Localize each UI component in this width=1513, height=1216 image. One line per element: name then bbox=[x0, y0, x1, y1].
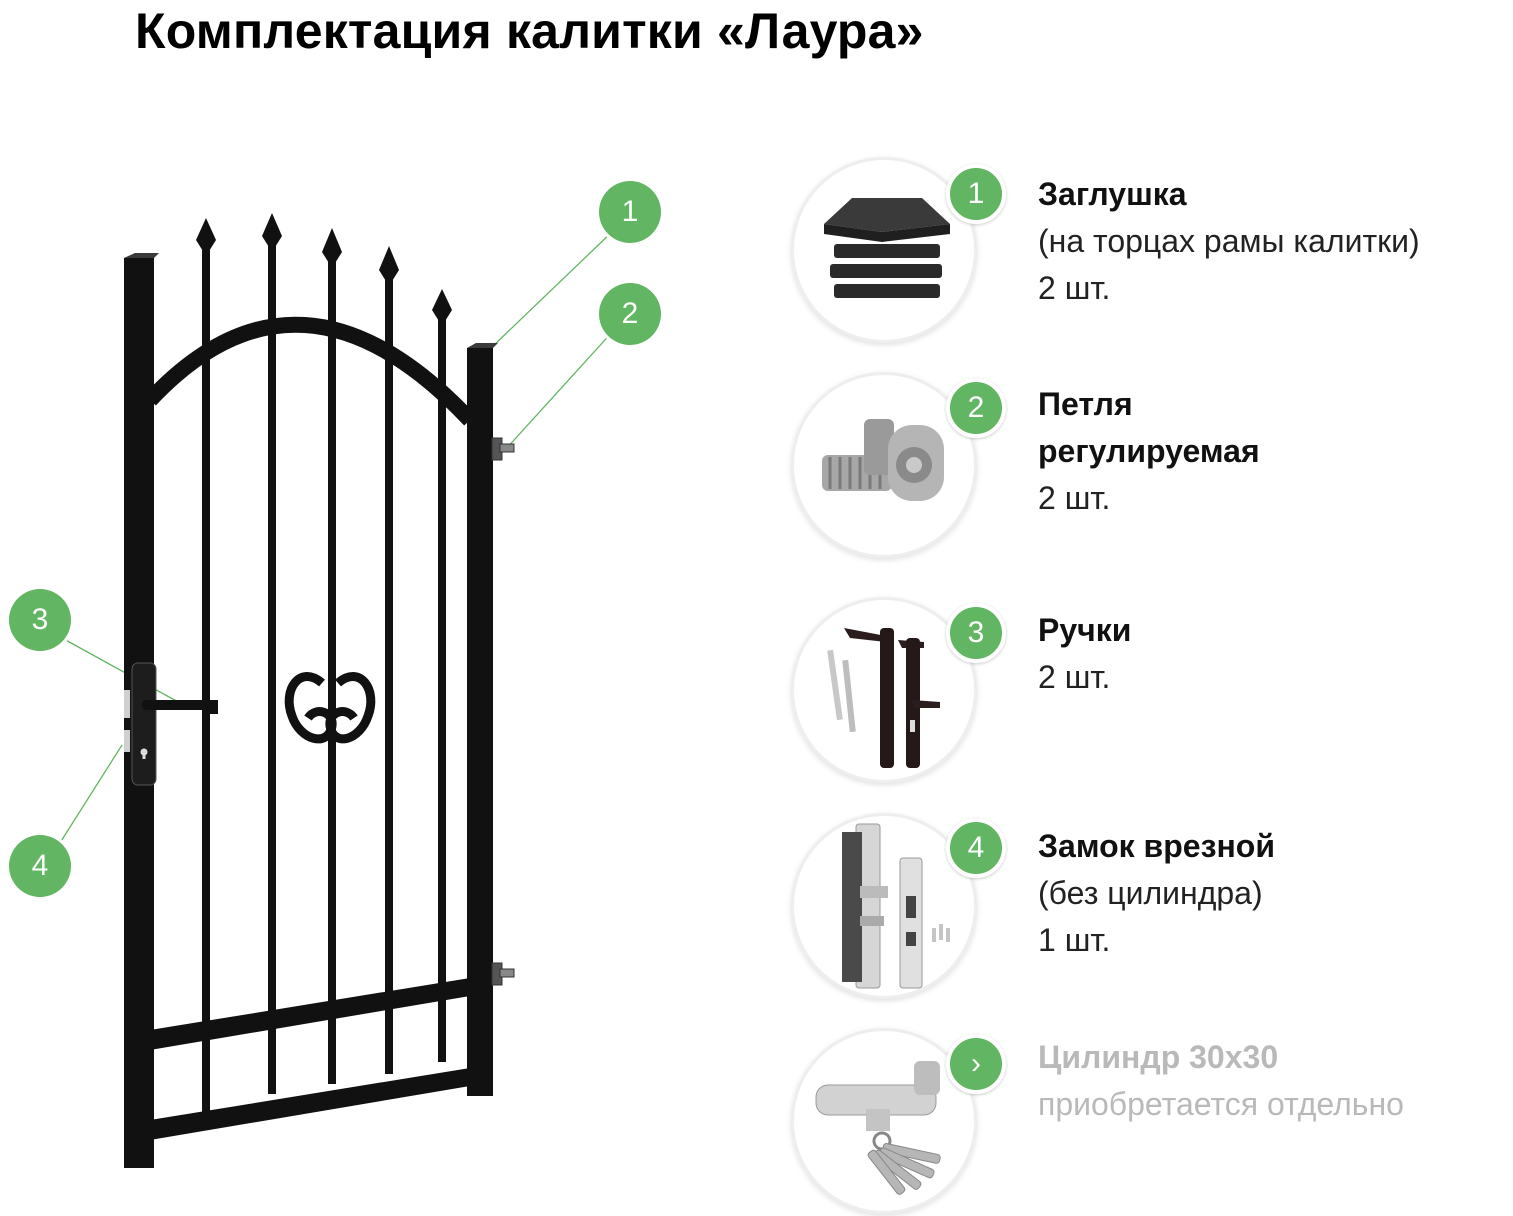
item-qty: 2 шт. bbox=[1038, 480, 1111, 516]
item-note: (без цилиндра) bbox=[1038, 875, 1263, 911]
pickets bbox=[196, 213, 452, 1118]
item-note: (на торцах рамы калитки) bbox=[1038, 223, 1420, 259]
item-qty: 1 шт. bbox=[1038, 922, 1111, 958]
badge-3: 3 bbox=[946, 603, 1006, 663]
mortise-lock-icon bbox=[842, 823, 950, 989]
end-cap-icon bbox=[824, 198, 950, 298]
handles-icon bbox=[827, 628, 940, 768]
item-name: Ручки bbox=[1038, 612, 1132, 648]
badge-5: › bbox=[946, 1034, 1006, 1094]
badge-2: 2 bbox=[946, 378, 1006, 438]
hinges bbox=[491, 437, 515, 986]
item-name-line-2: регулируемая bbox=[1038, 433, 1260, 469]
page-title: Комплектация калитки «Лаура» bbox=[135, 3, 924, 59]
lock-handle bbox=[124, 662, 218, 786]
item-name: Замок врезной bbox=[1038, 828, 1276, 864]
badge-1: 1 bbox=[946, 164, 1006, 224]
hinge-icon bbox=[822, 419, 944, 501]
marker-3: 3 bbox=[9, 589, 71, 651]
gate-arch bbox=[144, 316, 476, 426]
item-lock-cylinder: Цилиндр 30х30 приобретается отдельно bbox=[1038, 1034, 1404, 1128]
callout-lines bbox=[57, 229, 615, 847]
item-qty: 2 шт. bbox=[1038, 270, 1111, 306]
item-hinge: Петля регулируемая 2 шт. bbox=[1038, 381, 1260, 522]
item-note: приобретается отдельно bbox=[1038, 1086, 1404, 1122]
marker-2: 2 bbox=[599, 283, 661, 345]
item-qty: 2 шт. bbox=[1038, 659, 1111, 695]
scroll-ornament bbox=[284, 672, 376, 744]
badge-4: 4 bbox=[946, 818, 1006, 878]
marker-4: 4 bbox=[9, 835, 71, 897]
item-name: Цилиндр 30х30 bbox=[1038, 1039, 1279, 1075]
item-name-line-1: Петля bbox=[1038, 386, 1133, 422]
item-handles: Ручки 2 шт. bbox=[1038, 607, 1131, 701]
lock-cylinder-icon bbox=[815, 1061, 941, 1195]
item-mortise-lock: Замок врезной (без цилиндра) 1 шт. bbox=[1038, 823, 1275, 964]
item-name: Заглушка bbox=[1038, 176, 1187, 212]
gate-illustration bbox=[57, 213, 615, 1168]
marker-1: 1 bbox=[599, 181, 661, 243]
item-end-cap: Заглушка (на торцах рамы калитки) 2 шт. bbox=[1038, 171, 1420, 312]
